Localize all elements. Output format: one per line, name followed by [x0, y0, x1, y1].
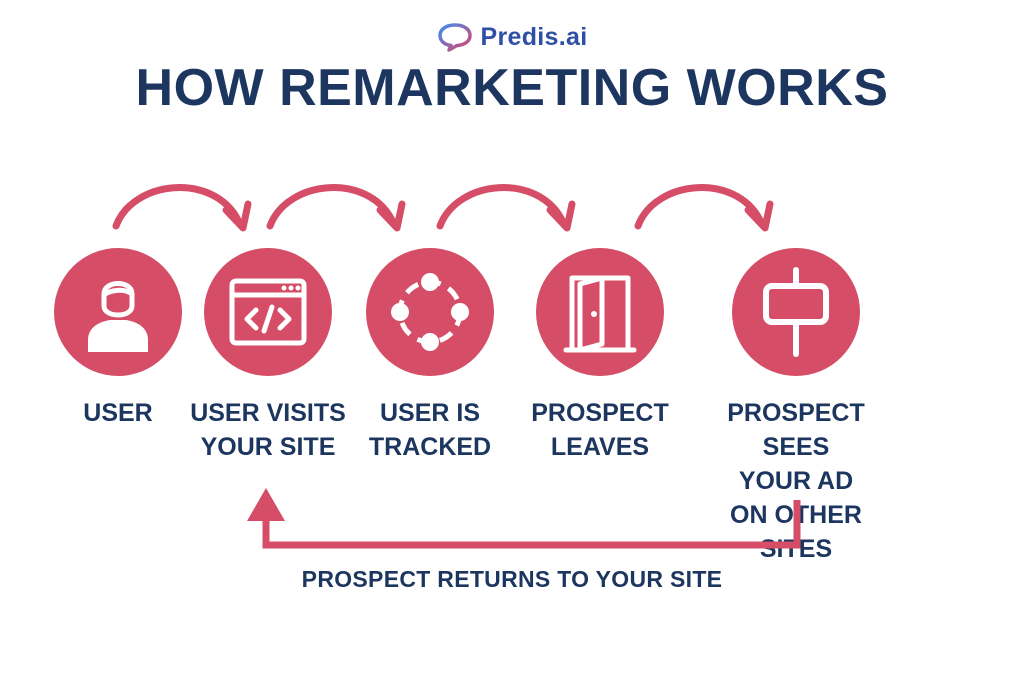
arc-arrow-3-icon: [436, 184, 576, 232]
step-visits-label: USER VISITS YOUR SITE: [190, 399, 346, 461]
page-title: HOW REMARKETING WORKS: [135, 59, 889, 117]
user-icon: [88, 281, 148, 352]
return-flow-label: PROSPECT RETURNS TO YOUR SITE: [301, 566, 723, 592]
code-window-icon: [229, 278, 307, 346]
arc-arrow-4-icon: [634, 184, 774, 232]
step-sees-ad-label: PROSPECT SEES YOUR AD ON OTHER SITES: [727, 399, 865, 563]
step-tracked-circle: [366, 248, 494, 376]
step-leaves-label: PROSPECT LEAVES: [531, 399, 669, 461]
signboard-icon: [763, 267, 829, 357]
step-user-label: USER: [83, 399, 153, 427]
brand-name: Predis.ai: [480, 22, 588, 51]
door-icon: [563, 275, 637, 353]
step-user-circle: [54, 248, 182, 376]
step-tracked-label: USER IS TRACKED: [368, 399, 492, 461]
step-visits-circle: [204, 248, 332, 376]
step-leaves-circle: [536, 248, 664, 376]
brand: Predis.ai: [0, 22, 1024, 52]
speech-bubble-logo-icon: [437, 23, 472, 52]
arc-arrow-2-icon: [266, 184, 406, 232]
arc-arrow-1-icon: [112, 184, 252, 232]
tracking-cycle-icon: [391, 273, 469, 351]
step-sees-ad-circle: [732, 248, 860, 376]
